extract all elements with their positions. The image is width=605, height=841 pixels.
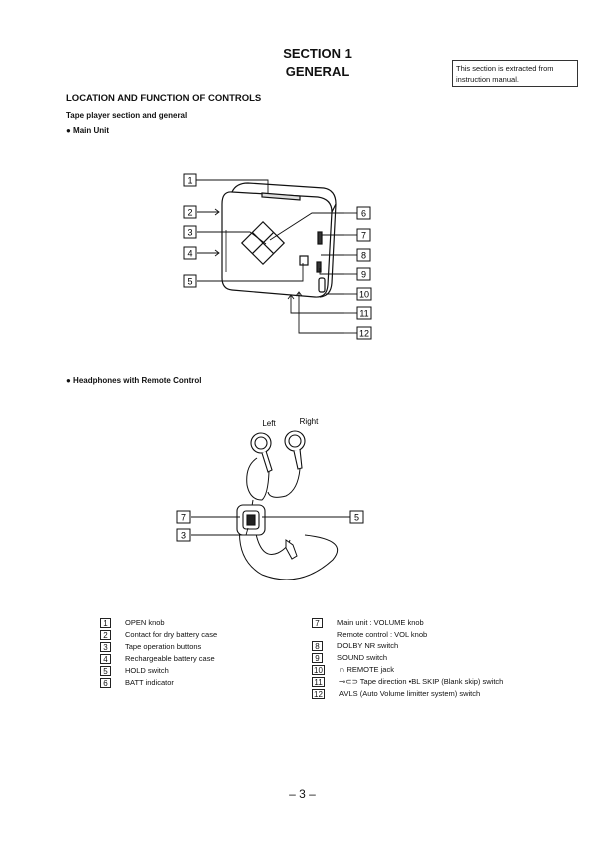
callout-3: 3: [187, 228, 192, 238]
headphone-callouts: 7 3 5: [176, 510, 364, 542]
callout-10: 10: [359, 290, 369, 300]
legend-item-continuation: Remote control : VOL knob: [337, 630, 428, 639]
remote-control: [236, 504, 266, 536]
callout-6: 6: [361, 209, 366, 219]
legend-item: 11⊸⊂⊃ Tape direction •BL SKIP (Blank ski…: [312, 676, 503, 688]
callout-7: 7: [361, 231, 366, 241]
hp-callout-3: 3: [181, 531, 186, 541]
heading-main-unit: ● Main Unit: [66, 126, 110, 135]
callout-1: 1: [187, 176, 192, 186]
callout-4: 4: [187, 249, 192, 259]
callout-8: 8: [361, 251, 366, 261]
headphone-cords: [238, 457, 339, 580]
callout-12: 12: [359, 329, 369, 339]
callouts-left: 1 2 3 4 5: [183, 173, 197, 288]
page-number: – 3 –: [289, 787, 316, 801]
callout-11: 11: [359, 309, 368, 319]
leader-lines: [196, 179, 344, 334]
main-unit-diagram: 1 2 3 4 5 6 7 8 9 10 11 12: [183, 173, 372, 340]
section-number: SECTION 1: [283, 46, 352, 61]
legend-item: 10∩ REMOTE jack: [312, 664, 503, 676]
callout-5: 5: [187, 277, 192, 287]
hp-callout-7: 7: [181, 513, 186, 523]
left-label: Left: [262, 419, 276, 428]
heading-headphones: ● Headphones with Remote Control: [66, 376, 202, 385]
headphones-diagram: Left Right 7 3 5: [176, 417, 364, 580]
callout-9: 9: [361, 270, 366, 280]
cassette-player-body: [221, 182, 337, 298]
heading-location: LOCATION AND FUNCTION OF CONTROLS: [66, 93, 262, 104]
right-label: Right: [300, 417, 319, 426]
callout-2: 2: [187, 208, 192, 218]
heading-tape-section: Tape player section and general: [66, 111, 188, 120]
hp-callout-5: 5: [354, 513, 359, 523]
callouts-right: 6 7 8 9 10 11 12: [356, 206, 372, 340]
earbuds: [250, 430, 306, 473]
extract-note: This section is extracted from instructi…: [452, 60, 578, 87]
section-title: GENERAL: [285, 64, 350, 79]
